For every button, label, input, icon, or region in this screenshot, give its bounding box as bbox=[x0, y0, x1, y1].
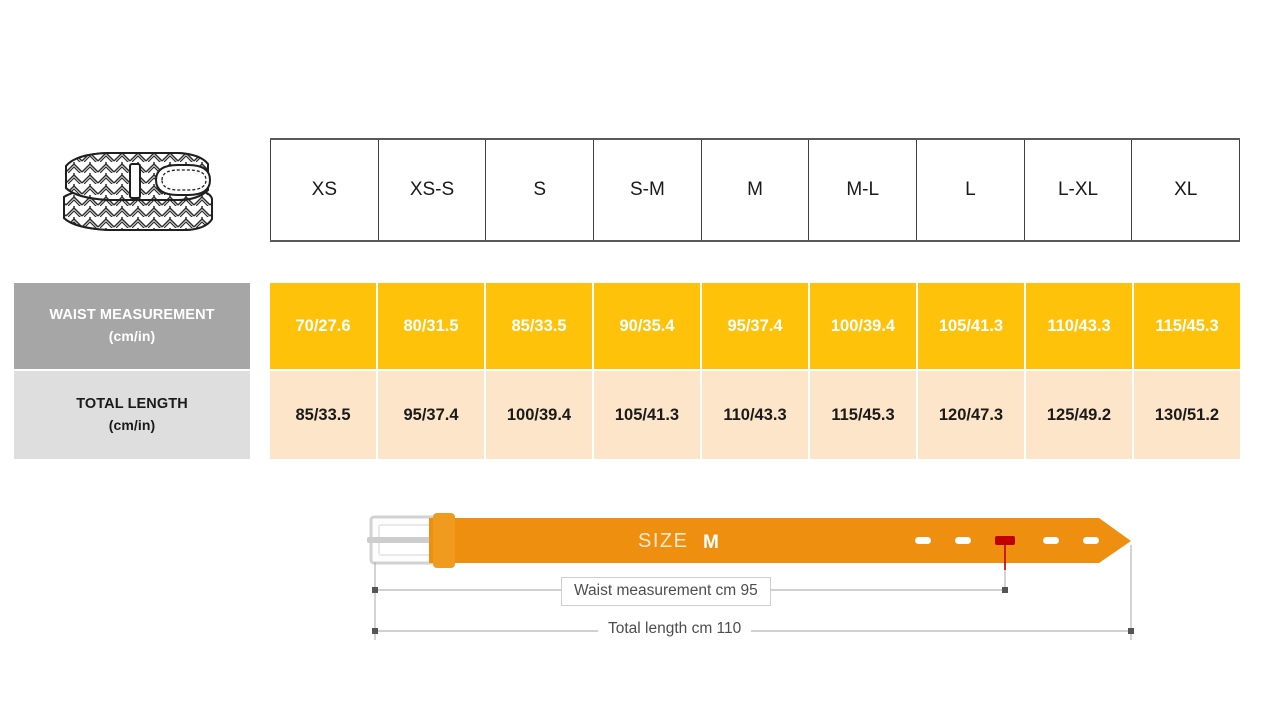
size-header-cell-8: XL bbox=[1132, 140, 1241, 240]
total-length-value-cell-4: 110/43.3 bbox=[702, 371, 810, 459]
size-header-cell-0: XS bbox=[270, 140, 379, 240]
size-header-cell-3: S-M bbox=[594, 140, 702, 240]
belt-hole-4 bbox=[1083, 537, 1099, 544]
size-header-cell-5: M-L bbox=[809, 140, 918, 240]
total-length-dimension-line bbox=[372, 628, 1134, 634]
waist-value-cell-5: 100/39.4 bbox=[810, 283, 918, 369]
total-length-value-cell-1: 95/37.4 bbox=[378, 371, 486, 459]
total-length-value-cells: 85/33.5 95/37.4 100/39.4 105/41.3 110/43… bbox=[270, 371, 1240, 459]
row-spacer bbox=[250, 283, 270, 369]
size-header-cell-7: L-XL bbox=[1025, 140, 1133, 240]
waist-value-cell-4: 95/37.4 bbox=[702, 283, 810, 369]
size-header-row: XS XS-S S S-M M M-L L L-XL XL bbox=[270, 138, 1241, 242]
waist-value-cell-0: 70/27.6 bbox=[270, 283, 378, 369]
total-length-value-cell-8: 130/51.2 bbox=[1134, 371, 1240, 459]
waist-value-cells: 70/27.6 80/31.5 85/33.5 90/35.4 95/37.4 … bbox=[270, 283, 1240, 369]
waist-value-cell-1: 80/31.5 bbox=[378, 283, 486, 369]
size-header-cell-2: S bbox=[486, 140, 595, 240]
total-length-value-cell-0: 85/33.5 bbox=[270, 371, 378, 459]
waist-measurement-row: WAIST MEASUREMENT (cm/in) 70/27.6 80/31.… bbox=[14, 283, 1240, 369]
total-length-value-cell-5: 115/45.3 bbox=[810, 371, 918, 459]
total-length-label: TOTAL LENGTH (cm/in) bbox=[14, 371, 250, 459]
waist-value-cell-7: 110/43.3 bbox=[1026, 283, 1134, 369]
size-header-cell-4: M bbox=[702, 140, 810, 240]
size-header-cell-1: XS-S bbox=[379, 140, 487, 240]
total-length-row: TOTAL LENGTH (cm/in) 85/33.5 95/37.4 100… bbox=[14, 371, 1240, 459]
belt-hole-3 bbox=[1043, 537, 1059, 544]
belt-hole-1 bbox=[955, 537, 971, 544]
waist-value-cell-6: 105/41.3 bbox=[918, 283, 1026, 369]
waist-label-title: WAIST MEASUREMENT bbox=[49, 306, 215, 323]
belt-measurement-diagram: SIZE M bbox=[367, 513, 1134, 640]
total-length-value-cell-7: 125/49.2 bbox=[1026, 371, 1134, 459]
total-length-dimension-label: Total length cm 110 bbox=[598, 618, 752, 640]
total-length-value-cell-6: 120/47.3 bbox=[918, 371, 1026, 459]
diagram-size-word: SIZE bbox=[638, 530, 688, 552]
total-length-label-unit: (cm/in) bbox=[108, 417, 156, 434]
total-length-label-title: TOTAL LENGTH bbox=[76, 395, 188, 412]
waist-value-cell-3: 90/35.4 bbox=[594, 283, 702, 369]
row-spacer bbox=[250, 371, 270, 459]
belt-holes bbox=[915, 536, 1099, 545]
belt-keeper-loop bbox=[129, 163, 141, 199]
waist-dimension-label: Waist measurement cm 95 bbox=[561, 577, 771, 606]
belt-buckle-icon bbox=[154, 164, 212, 196]
size-header-cell-6: L bbox=[917, 140, 1025, 240]
belt-strap bbox=[429, 518, 1131, 563]
waist-measurement-label: WAIST MEASUREMENT (cm/in) bbox=[14, 283, 250, 369]
total-length-value-cell-3: 105/41.3 bbox=[594, 371, 702, 459]
diagram-size-value: M bbox=[703, 532, 719, 553]
diagram-keeper-loop bbox=[433, 513, 455, 568]
belt-hole-highlighted bbox=[995, 536, 1015, 545]
belt-hole-0 bbox=[915, 537, 931, 544]
braided-belt-illustration bbox=[63, 152, 213, 231]
waist-label-unit: (cm/in) bbox=[108, 328, 156, 345]
waist-value-cell-8: 115/45.3 bbox=[1134, 283, 1240, 369]
waist-value-cell-2: 85/33.5 bbox=[486, 283, 594, 369]
total-length-value-cell-2: 100/39.4 bbox=[486, 371, 594, 459]
